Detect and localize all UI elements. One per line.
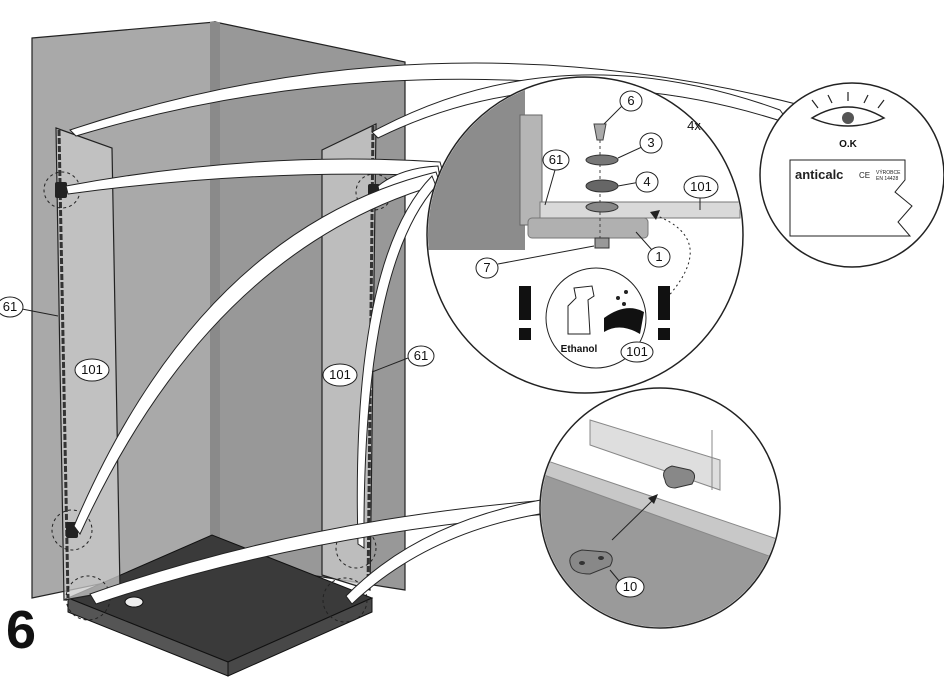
callout-101-left — [74, 358, 110, 382]
nut-7 — [594, 237, 610, 249]
cloth-icon — [604, 308, 644, 334]
tray-front-right — [227, 597, 373, 677]
label-1: 1 — [655, 249, 662, 264]
marker-bottom-left — [51, 509, 93, 551]
sticker — [789, 159, 913, 237]
callout-61-right — [407, 345, 435, 367]
washer-4 — [585, 179, 619, 193]
hinge-top-left — [55, 182, 67, 198]
marker-floor-right — [322, 577, 368, 623]
callout-61-left — [0, 296, 24, 318]
cleaning-warning: Ethanol 101 — [519, 267, 670, 369]
cert-line-1: VÝROBCE — [876, 169, 901, 176]
label-101-ethanol: 101 — [626, 344, 648, 359]
clip-installed — [663, 465, 696, 489]
washer-3 — [585, 154, 619, 166]
label-7: 7 — [483, 260, 490, 275]
hinge-detail: 6 4x 3 4 61 101 7 1 — [426, 76, 744, 394]
overview-labels: 61 101 101 61 — [0, 296, 435, 387]
label-61-detail: 61 — [549, 152, 563, 167]
inset-tray — [541, 470, 779, 627]
drain — [124, 596, 144, 608]
detail-callouts: 6 4x 3 4 61 101 7 1 — [475, 90, 719, 301]
cert-line-2: EN 14428 — [876, 176, 898, 182]
glass-section — [539, 201, 741, 219]
label-61-left: 61 — [3, 299, 17, 314]
label-101-right: 101 — [329, 367, 351, 382]
ok-label-detail: O.K anticalc CE VÝROBCE EN 14428 — [759, 82, 944, 268]
floor-clip-detail: 10 — [539, 387, 781, 629]
label-101-detail: 101 — [690, 179, 712, 194]
quantity-label: 4x — [687, 118, 701, 133]
label-6: 6 — [627, 93, 634, 108]
brand-logo: anticalc — [795, 167, 843, 182]
ethanol-label: Ethanol — [561, 344, 598, 355]
label-101-left: 101 — [81, 362, 103, 377]
spray-bottle-icon — [567, 285, 595, 335]
label-4: 4 — [643, 174, 650, 189]
shower-tray — [66, 534, 374, 677]
label-10: 10 — [623, 579, 637, 594]
label-61-right: 61 — [414, 348, 428, 363]
screw-6 — [593, 123, 607, 141]
ok-label: O.K — [839, 139, 858, 150]
exclamation-left-icon — [519, 286, 531, 320]
callout-101-right — [322, 363, 358, 387]
marker-bottom-right — [335, 527, 377, 569]
ce-mark: CE — [859, 171, 870, 180]
step-number: 6 — [6, 600, 36, 660]
profile-left — [57, 129, 70, 599]
ethanol-circle — [545, 267, 647, 369]
corner-strip — [210, 22, 220, 560]
label-3: 3 — [647, 135, 654, 150]
clip-part-10 — [569, 549, 613, 575]
exclamation-right-icon — [658, 286, 670, 320]
washer-lower — [585, 201, 619, 213]
